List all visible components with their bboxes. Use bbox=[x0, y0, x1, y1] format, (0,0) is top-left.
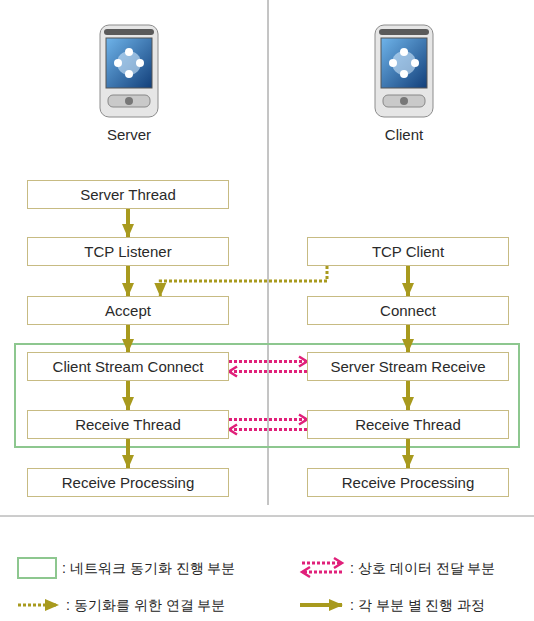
legend-sample-arrow bbox=[18, 604, 58, 607]
process-box: Connect bbox=[307, 296, 509, 325]
box-text: TCP Listener bbox=[84, 243, 171, 261]
pda-button bbox=[125, 97, 133, 105]
pda-top bbox=[379, 29, 429, 35]
box-text: TCP Client bbox=[372, 243, 444, 261]
legend-text: : 각 부분 별 진행 과정 bbox=[350, 596, 485, 614]
pda-icon-dot bbox=[125, 48, 133, 56]
pda-screen bbox=[381, 38, 427, 88]
box-text: Connect bbox=[380, 302, 436, 320]
flow-arrow bbox=[229, 370, 307, 373]
flow-arrow bbox=[406, 381, 410, 410]
box-text: Server Stream Receive bbox=[330, 358, 485, 376]
process-box: Client Stream Connect bbox=[27, 352, 229, 381]
process-box: Receive Processing bbox=[307, 468, 509, 497]
flow-arrow bbox=[126, 439, 130, 468]
pda-body bbox=[375, 25, 433, 117]
flow-arrow bbox=[406, 325, 410, 352]
pda-screen bbox=[106, 38, 152, 88]
pda-body bbox=[100, 25, 158, 117]
process-box: Receive Thread bbox=[307, 410, 509, 439]
box-text: Receive Thread bbox=[75, 416, 181, 434]
flow-arrow bbox=[406, 439, 410, 468]
flow-arrow bbox=[126, 266, 130, 296]
legend-text: : 상호 데이터 전달 부분 bbox=[350, 559, 495, 577]
pda-buttons bbox=[108, 95, 150, 107]
legend-text: : 동기화를 위한 연결 부분 bbox=[66, 596, 225, 614]
flow-arrow bbox=[126, 325, 130, 352]
pda-icon-dot bbox=[400, 70, 408, 78]
box-text: Server Thread bbox=[80, 186, 176, 204]
sync-region bbox=[15, 344, 519, 447]
pda-icon-dot bbox=[389, 59, 397, 67]
box-text: Receive Thread bbox=[355, 416, 461, 434]
flow-arrow bbox=[229, 360, 307, 363]
legend-text: : 네트워크 동기화 진행 부분 bbox=[62, 559, 235, 577]
process-box: Server Thread bbox=[27, 180, 229, 209]
legend-sample-arrow bbox=[300, 603, 342, 607]
legend-sample-box bbox=[18, 558, 56, 578]
process-box: Receive Processing bbox=[27, 468, 229, 497]
pda-icon-dot bbox=[411, 59, 419, 67]
pda-icon-dot bbox=[136, 59, 144, 67]
box-text: Receive Processing bbox=[62, 474, 195, 492]
flow-arrow bbox=[406, 266, 410, 296]
flow-arrow bbox=[229, 428, 307, 431]
process-box: Accept bbox=[27, 296, 229, 325]
process-box: Server Stream Receive bbox=[307, 352, 509, 381]
pda-icon-dot bbox=[114, 59, 122, 67]
process-box: TCP Listener bbox=[27, 237, 229, 266]
box-text: Client Stream Connect bbox=[53, 358, 204, 376]
process-box: Receive Thread bbox=[27, 410, 229, 439]
pda-icon-dot bbox=[125, 70, 133, 78]
separator-line bbox=[0, 516, 534, 517]
pda-button bbox=[400, 97, 408, 105]
flow-arrow bbox=[126, 209, 130, 237]
flow-arrow bbox=[126, 381, 130, 410]
device-label: Server bbox=[107, 126, 151, 144]
flow-arrow bbox=[160, 266, 327, 296]
pda-icon bbox=[375, 25, 433, 117]
pda-top bbox=[104, 29, 154, 35]
device-label: Client bbox=[385, 126, 423, 144]
flow-arrow bbox=[229, 418, 307, 421]
legend-sample-arrow bbox=[302, 562, 342, 565]
legend-sample-arrow bbox=[302, 571, 342, 574]
pda-icon bbox=[100, 25, 158, 117]
box-text: Accept bbox=[105, 302, 151, 320]
divider-line bbox=[268, 0, 269, 505]
box-text: Receive Processing bbox=[342, 474, 475, 492]
pda-buttons bbox=[383, 95, 425, 107]
process-box: TCP Client bbox=[307, 237, 509, 266]
pda-icon-dot bbox=[400, 48, 408, 56]
